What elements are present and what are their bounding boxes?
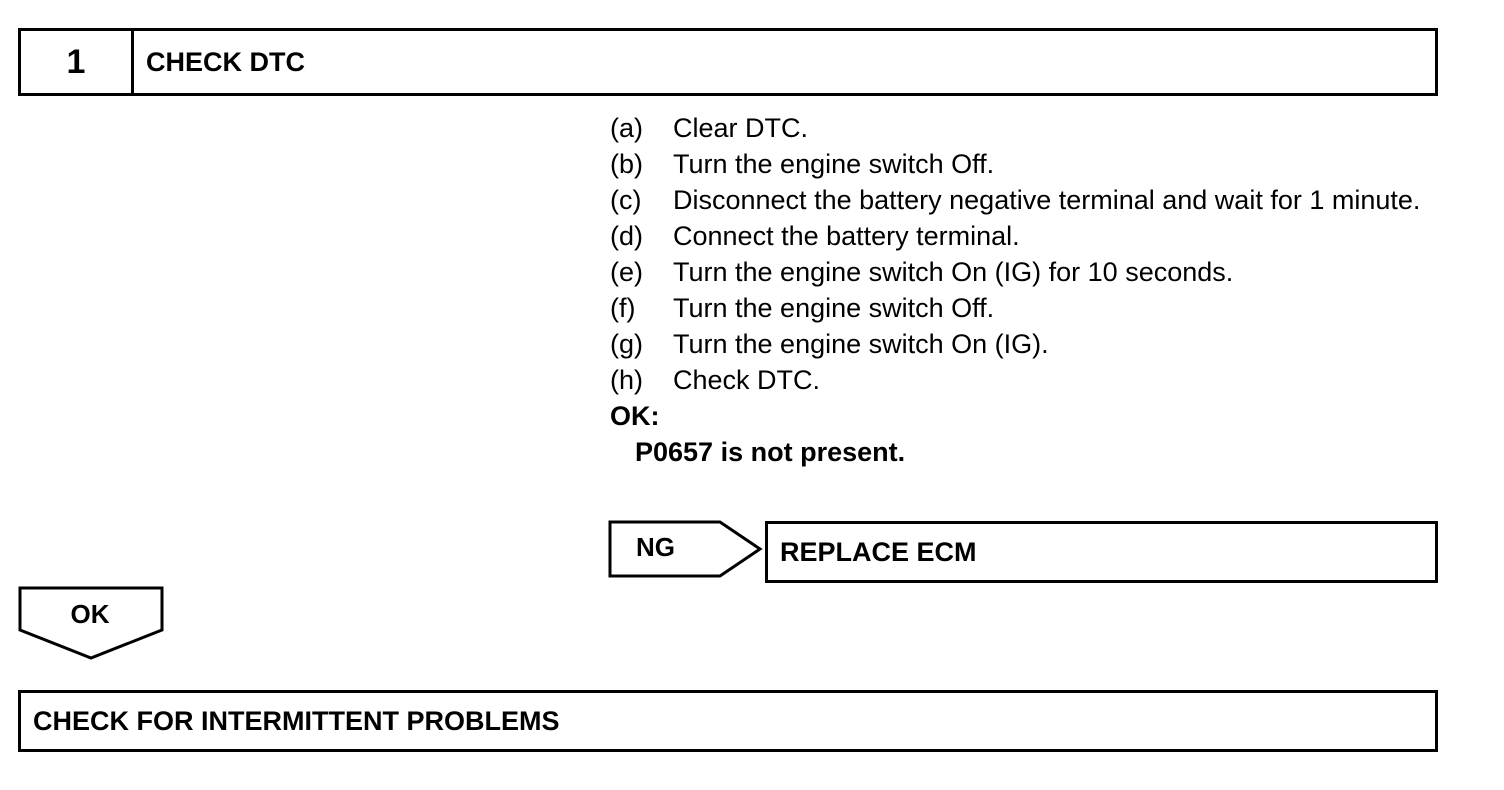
- procedure-item-text: Turn the engine switch Off.: [673, 149, 995, 179]
- ng-action-box: REPLACE ECM: [765, 521, 1438, 583]
- step-title: CHECK DTC: [146, 46, 305, 77]
- procedure-item: (c) Disconnect the battery negative term…: [610, 182, 1430, 218]
- step-number: 1: [21, 31, 134, 93]
- ng-label: NG: [636, 532, 675, 562]
- procedure-item-text: Clear DTC.: [673, 113, 809, 143]
- procedure-item-label: (h): [610, 365, 643, 395]
- procedure-item: (b) Turn the engine switch Off.: [610, 146, 1430, 182]
- step-header: 1 CHECK DTC: [18, 28, 1438, 96]
- ok-action-box: CHECK FOR INTERMITTENT PROBLEMS: [18, 690, 1438, 752]
- procedure-item-text: Turn the engine switch On (IG) for 10 se…: [673, 257, 1234, 287]
- procedure-item: (a) Clear DTC.: [610, 110, 1430, 146]
- procedure-item-text: Check DTC.: [673, 365, 821, 395]
- procedure-item-label: (c): [610, 185, 642, 215]
- ok-label: OK: [70, 599, 110, 629]
- procedure-item: (f) Turn the engine switch Off.: [610, 290, 1430, 326]
- procedure-item-label: (f): [610, 293, 636, 323]
- procedure-item-label: (e): [610, 257, 643, 287]
- ok-arrow-icon: [18, 586, 164, 665]
- procedure-item: (e) Turn the engine switch On (IG) for 1…: [610, 254, 1430, 290]
- procedure-item-text: Turn the engine switch On (IG).: [673, 329, 1049, 359]
- ok-criteria-label: OK:: [610, 401, 660, 431]
- procedure-item-label: (a): [610, 113, 643, 143]
- procedure-item: (h) Check DTC.: [610, 362, 1430, 398]
- procedure-item: (g) Turn the engine switch On (IG).: [610, 326, 1430, 362]
- procedure-item-label: (d): [610, 221, 643, 251]
- procedure-item-label: (g): [610, 329, 643, 359]
- procedure-list: (a) Clear DTC. (b) Turn the engine switc…: [610, 110, 1430, 470]
- ng-arrow-icon: [608, 520, 764, 583]
- procedure-item-text: Turn the engine switch Off.: [673, 293, 995, 323]
- ok-criteria-value: P0657 is not present.: [635, 437, 906, 467]
- procedure-item-text: Disconnect the battery negative terminal…: [673, 185, 1421, 215]
- procedure-item-text: Connect the battery terminal.: [673, 221, 1020, 251]
- procedure-item: (d) Connect the battery terminal.: [610, 218, 1430, 254]
- procedure-item-label: (b): [610, 149, 643, 179]
